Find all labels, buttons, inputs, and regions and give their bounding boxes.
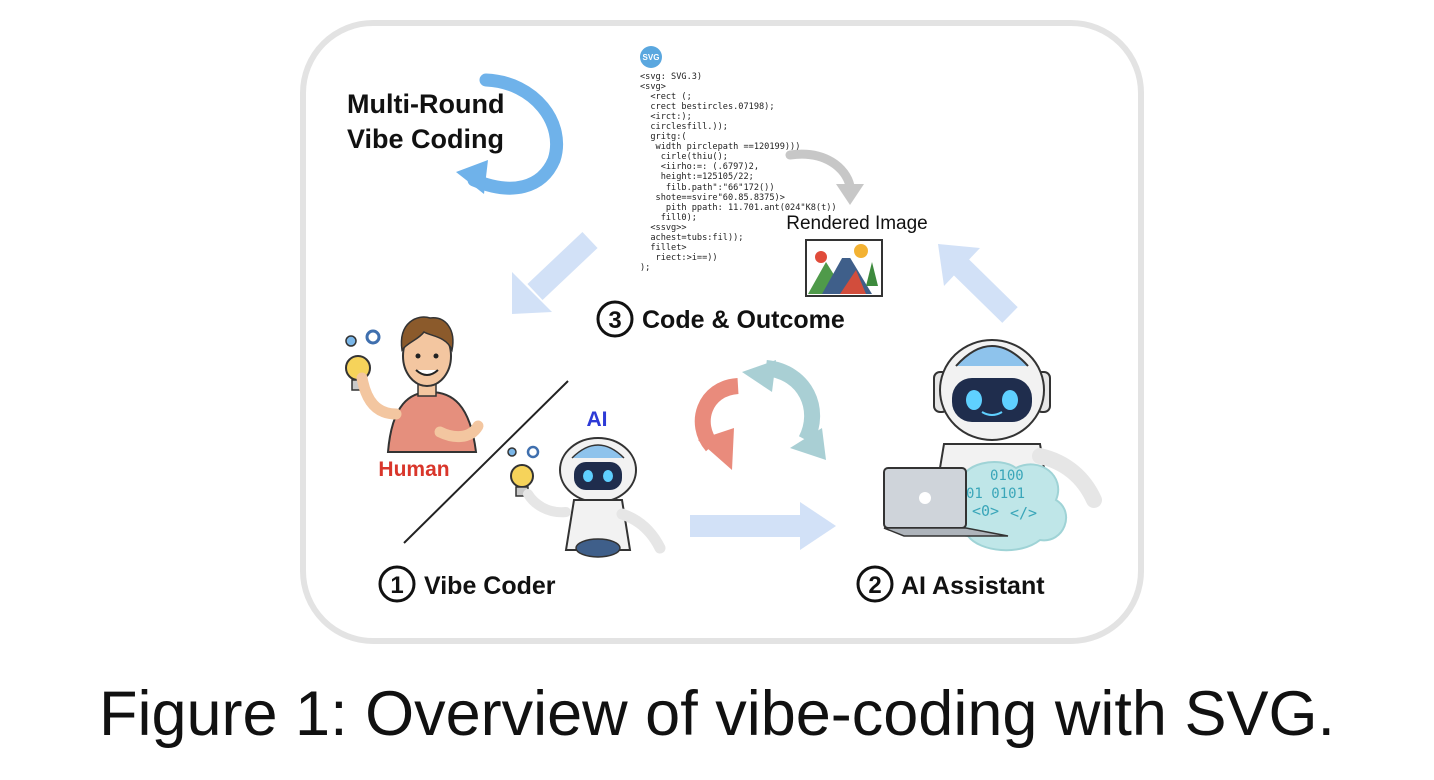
- code-line: <ssvg>>: [640, 222, 687, 233]
- code-line: shote==svire"60.85.8375)>: [640, 192, 785, 203]
- flow-arrow-assistant-to-image: [938, 244, 1018, 323]
- ai-label: AI: [587, 408, 608, 431]
- laptop-code-line1: 0100: [990, 468, 1024, 484]
- step-2-number: 2: [868, 572, 881, 599]
- step-3-circle: [596, 300, 634, 338]
- step-1-circle: [378, 565, 416, 603]
- laptop-code-line3: <0>: [972, 502, 999, 520]
- code-line: cirle(thiu();: [640, 152, 728, 163]
- multi-round-title-line2: Vibe Coding: [347, 124, 504, 154]
- laptop-code-line4: </>: [1010, 504, 1037, 522]
- code-line: <rect (;: [640, 92, 692, 103]
- step-2-circle: [856, 565, 894, 603]
- code-line: <iirho:=: (.6797)2,: [640, 162, 759, 173]
- cycle-arrows-icon: [694, 360, 826, 470]
- ai-assistant-robot-icon: 0100 01 0101 <0> </>: [883, 339, 1102, 552]
- code-line: );: [640, 262, 651, 273]
- code-line: crect bestircles.07198);: [640, 102, 775, 113]
- code-line: fill0);: [640, 212, 697, 223]
- code-line: gritg:(: [640, 132, 687, 143]
- code-line: fillet>: [640, 242, 687, 253]
- figure-caption: Figure 1: Overview of vibe-coding with S…: [98, 679, 1335, 749]
- render-arrow-icon: [785, 149, 864, 205]
- svg-code-snippet: <svg: SVG.3) <svg> <rect (; crect bestir…: [640, 72, 837, 273]
- code-outcome-label: Code & Outcome: [642, 306, 845, 334]
- ai-assistant-label: AI Assistant: [901, 572, 1045, 600]
- code-line: filb.path":"66"172()): [640, 182, 775, 193]
- rendered-image-icon: [805, 239, 883, 297]
- human-icon: [345, 316, 484, 453]
- rendered-image-label: Rendered Image: [786, 213, 928, 234]
- step-3-number: 3: [608, 307, 621, 334]
- code-line: <irct:);: [640, 112, 692, 123]
- code-line: achest=tubs:fil));: [640, 232, 744, 243]
- flow-arrow-code-to-coder: [512, 232, 598, 314]
- code-line: <svg: SVG.3): [640, 72, 703, 82]
- small-robot-icon: [507, 437, 666, 558]
- svg-badge: SVG: [640, 46, 662, 68]
- code-line: pith ppath: 11.701.ant(024"K8(t)): [640, 202, 837, 213]
- code-line: <svg>: [640, 82, 666, 93]
- human-label: Human: [378, 458, 449, 481]
- multi-round-title-line1: Multi-Round: [347, 89, 504, 119]
- laptop-code-line2: 01 0101: [966, 486, 1025, 502]
- svg-badge-label: SVG: [643, 53, 660, 62]
- flow-arrow-coder-to-assistant: [690, 502, 836, 550]
- step-1-number: 1: [390, 572, 403, 599]
- code-line: riect:>i==)): [640, 252, 718, 263]
- code-line: width pirclepath ==120199))): [640, 142, 801, 153]
- vibe-coder-label: Vibe Coder: [424, 572, 556, 600]
- code-line: circlesfill.));: [640, 122, 728, 133]
- vibe-coding-diagram: Multi-Round Vibe Coding SVG Rendered Ima…: [300, 20, 1144, 644]
- multi-round-loop-icon: [456, 73, 564, 195]
- code-line: height:=125105/22;: [640, 172, 754, 183]
- human-ai-divider: [403, 380, 569, 544]
